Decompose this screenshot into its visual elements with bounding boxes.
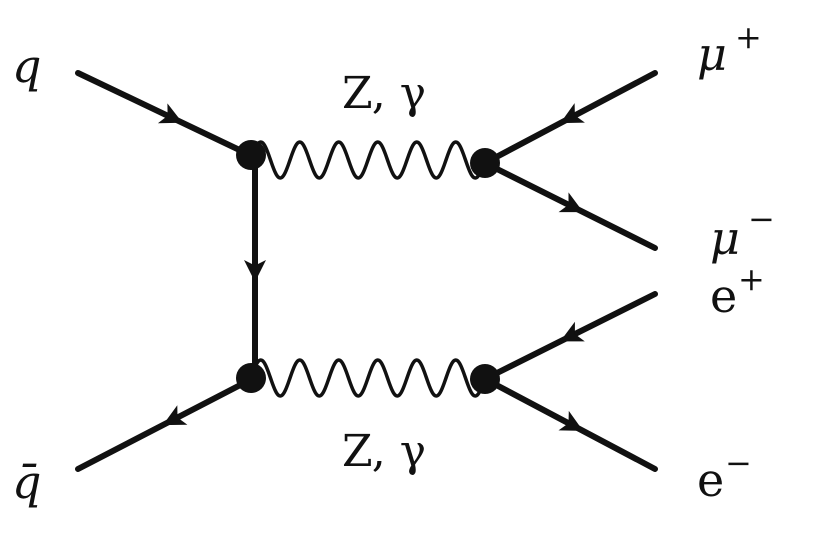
label-boson-bottom: Z, γ [342, 426, 426, 477]
label-muon-plus-sup: + [735, 18, 762, 56]
label-muon-plus: μ [697, 27, 727, 81]
arrow-muon-minus [558, 192, 584, 213]
label-electron-minus-sup: − [725, 444, 752, 482]
label-antiquark: q̄ [12, 455, 41, 509]
vertex-bottom-right [470, 364, 500, 394]
boson-line-bottom [249, 358, 487, 398]
vertex-bottom-left [236, 363, 266, 393]
label-electron-minus: e [697, 453, 724, 507]
arrow-antiquark [162, 405, 188, 426]
incoming-quark-line [75, 70, 253, 158]
arrow-electron-plus [560, 321, 585, 342]
vertex-top-right [470, 148, 500, 178]
label-electron-plus: e [710, 269, 737, 323]
label-electron-plus-sup: + [738, 260, 765, 298]
arrow-propagator [244, 260, 266, 282]
arrow-incoming-quark [157, 103, 183, 124]
boson-line-top [249, 140, 487, 180]
arrow-muon-plus [560, 103, 585, 124]
vertex-top-left [236, 140, 266, 170]
arrow-electron-minus [558, 410, 584, 431]
label-quark: q [12, 39, 41, 93]
label-boson-top: Z, γ [342, 68, 426, 119]
label-muon-minus-sup: − [748, 200, 775, 238]
label-muon-minus: μ [710, 211, 740, 265]
